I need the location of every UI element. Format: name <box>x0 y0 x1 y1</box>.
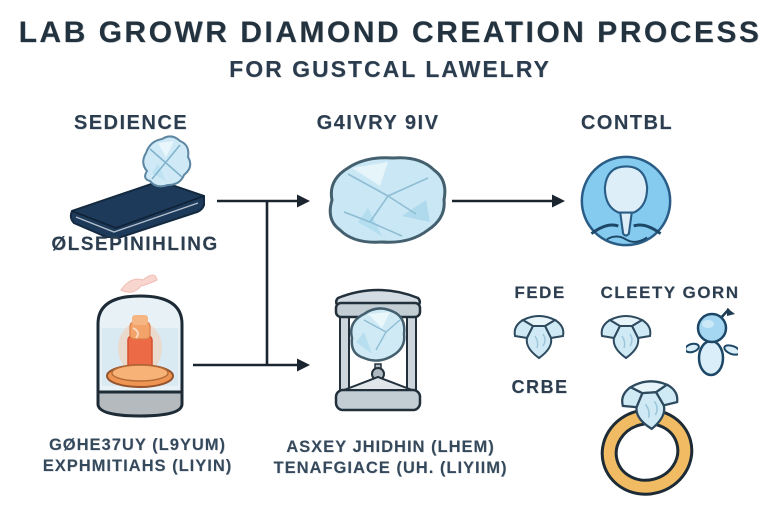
caption-chamber-line2: EXPHMITIAHS (LIYIN) <box>42 457 233 475</box>
press-machine-icon <box>334 288 422 412</box>
label-control-stage: CONTBL <box>580 112 674 134</box>
mini-figure-icon <box>686 308 738 377</box>
caption-press-line2: TENAFGIACE (UH. (LIYIIM) <box>273 459 508 477</box>
cut-diamond-icon <box>600 315 652 360</box>
caption-seed: ØLSEPINIHLING <box>51 234 219 255</box>
caption-chamber-line1: GØHE37UY (L9YUM) <box>48 436 227 454</box>
ring-cut-diamond-icon <box>621 380 679 431</box>
caption-chamber: GØHE37UY (L9YUM) EXPHMITIAHS (LIYIN) <box>25 435 250 477</box>
seed-substrate-icon <box>69 135 205 238</box>
growth-chamber-icon <box>96 294 184 418</box>
page-title: LAB GROWR DIAMOND CREATION PROCESS <box>18 16 762 49</box>
flame-wisp-icon <box>120 274 158 293</box>
operator-person-icon <box>580 155 672 247</box>
caption-press-line1: ASXEY JHIDHIN (LHEM) <box>286 438 495 456</box>
label-cleety-gorn: CLEETY GORN <box>600 283 740 302</box>
page-subtitle: FOR GUSTCAL LAWELRY <box>229 56 551 82</box>
rough-diamond-icon <box>328 156 447 244</box>
label-growth-stage: G4IVRY 9IV <box>316 112 440 134</box>
label-fede: FEDE <box>514 283 566 302</box>
cut-diamond-icon <box>513 315 565 360</box>
label-seed-stage: SEDIENCE <box>73 112 189 134</box>
label-crbe: CRBE <box>511 377 569 397</box>
caption-press: ASXEY JHIDHIN (LHEM) TENAFGIACE (UH. (LI… <box>273 437 508 479</box>
